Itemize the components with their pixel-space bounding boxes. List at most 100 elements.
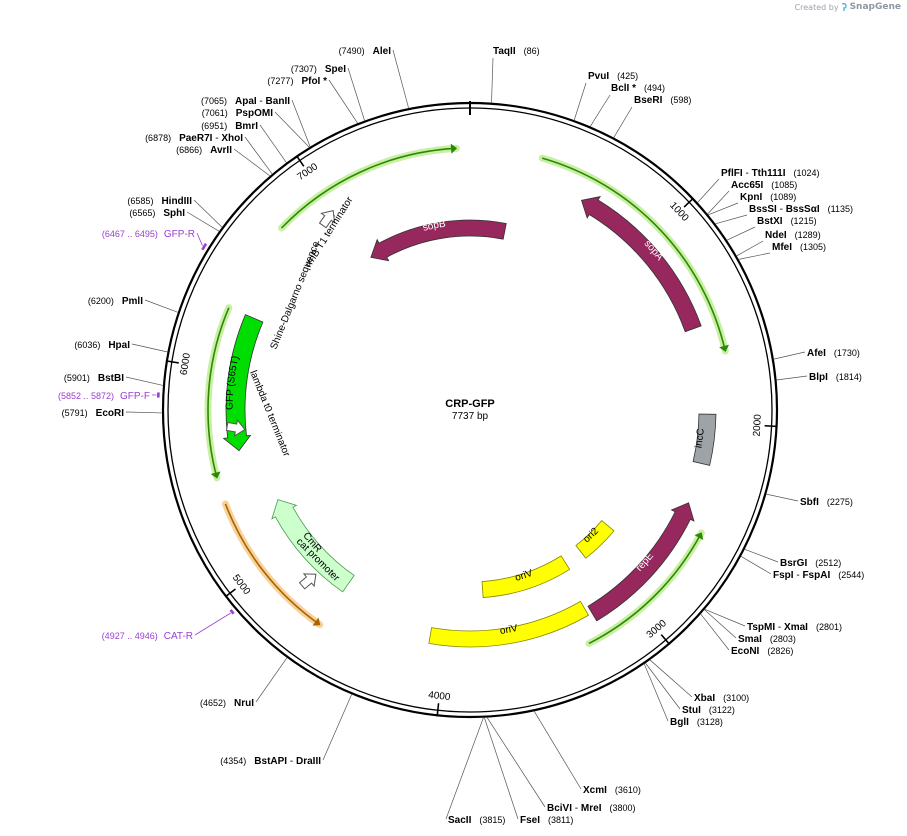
feature-gfp-s65t-[interactable]: GFP (S65T) [222,304,264,466]
restriction-site[interactable]: Acc65I(1085) [707,180,798,215]
restriction-site[interactable]: (6951)BmrI [201,121,287,163]
site-position: (3800) [609,803,635,813]
restriction-site[interactable]: FspI - FspAI(2544) [740,556,864,581]
svg-text:(7061)PspOMI: (7061)PspOMI [202,108,273,119]
site-name: PfoI * [301,76,327,87]
restriction-site[interactable]: (4354)BstAPI - DraIII [220,694,353,767]
site-name: BssSI [749,204,777,215]
restriction-site[interactable]: TaqII(86) [491,46,540,103]
restriction-site[interactable]: (7490)AleI [339,46,409,109]
svg-text:(4927 .. 4946)CAT-R: (4927 .. 4946)CAT-R [102,631,193,642]
svg-text:(6866)AvrII: (6866)AvrII [176,145,232,156]
restriction-site[interactable]: MfeI(1305) [738,242,826,260]
restriction-site[interactable]: FseI(3811) [484,717,573,826]
site-position: (6200) [88,296,114,306]
restriction-site[interactable]: (7277)PfoI * [267,76,358,124]
site-name: SmaI [738,634,762,645]
backbone-inner [167,107,773,713]
feature-incc[interactable]: incC [679,357,717,517]
feature-repe[interactable]: repE [583,494,695,622]
restriction-site[interactable]: BlpI(1814) [776,372,862,383]
restriction-site[interactable]: BstXI(1215) [726,216,817,241]
site-name: FspI [773,570,794,581]
restriction-site[interactable]: (4652)NruI [200,657,288,709]
restriction-site[interactable]: BseRI(598) [613,95,692,138]
site-position: (1135) [828,204,853,214]
site-name: BsrGI [780,558,807,569]
feature-label: sopB [422,219,447,234]
site-position: (1814) [836,372,862,382]
site-name-2: FspAI [802,570,830,581]
feature-oriv[interactable]: oriV [428,600,590,648]
svg-text:(4354)BstAPI - DraIII: (4354)BstAPI - DraIII [220,756,321,767]
restriction-site[interactable]: (6585)HindIII [127,196,223,228]
site-name: FseI [520,815,540,826]
restriction-site[interactable]: BglI(3128) [643,663,723,728]
brand-created-by: Created by [794,2,839,12]
site-name: XcmI [583,785,607,796]
site-position: (1085) [771,180,797,190]
restriction-site[interactable]: (7307)SpeI [291,64,365,121]
site-position: (7065) [201,96,227,106]
restriction-site[interactable]: (6200)PmlI [88,296,179,313]
restriction-site[interactable]: (5791)EcoRI [62,408,163,419]
primer-cat-r[interactable]: (4927 .. 4946)CAT-R [102,609,235,642]
site-name: EcoRI [96,408,125,419]
restriction-site[interactable]: TspMI - XmaI(2801) [704,609,842,633]
site-position: (7307) [291,64,317,74]
primer-name: CAT-R [164,631,193,642]
restriction-site[interactable]: EcoNI(2826) [700,613,794,657]
tick-label: 2000 [752,414,764,437]
svg-text:BlpI(1814): BlpI(1814) [809,372,862,383]
restriction-site[interactable]: (6036)HpaI [74,340,168,353]
site-name: PflFI [721,168,743,179]
restriction-site[interactable]: BssSI - BssSαI(1135) [715,204,853,225]
restriction-site[interactable]: BsrGI(2512) [744,548,842,569]
primer-gfp-f[interactable]: (5852 .. 5872)GFP-F [58,391,160,402]
restriction-site[interactable]: PvuI(425) [573,71,638,121]
plasmid-length: 7737 bp [452,411,489,422]
site-position: (3610) [615,785,641,795]
restriction-site[interactable]: (5901)BstBI [64,373,164,386]
svg-text:SbfI(2275): SbfI(2275) [800,497,853,508]
restriction-site[interactable]: SacII(3815) [445,717,505,826]
site-position: (86) [524,46,540,56]
restriction-site[interactable]: (7061)PspOMI [202,108,310,148]
svg-text:AfeI(1730): AfeI(1730) [807,348,860,359]
restriction-site[interactable]: BciVI - MreI(3800) [486,717,635,814]
site-name: PvuI [588,71,609,82]
restriction-site[interactable]: BclI *(494) [589,83,665,127]
restriction-site[interactable]: NdeI(1289) [736,230,821,257]
sites-layer: TaqII(86)PvuI(425)BclI *(494)BseRI(598)P… [58,46,864,826]
restriction-site[interactable]: XcmI (3610) [533,711,641,796]
tick-mark [224,588,236,598]
restriction-site[interactable]: (6866)AvrII [176,145,271,177]
restriction-site[interactable]: KpnI(1089) [708,192,796,216]
site-name: SbfI [800,497,819,508]
site-position: (1730) [834,348,860,358]
site-name-2: MreI [581,803,602,814]
restriction-site[interactable]: (6565)SphI [129,208,220,232]
restriction-site[interactable]: PflFI - Tth111I(1024) [697,168,820,203]
restriction-site[interactable]: SmaI (2803) [704,609,796,645]
restriction-site[interactable]: (7065)ApaI - BanII [201,96,311,147]
feature-cmr[interactable]: CmR [271,481,366,593]
feature-sopb[interactable]: sopB [370,219,507,262]
restriction-site[interactable]: XbaI(3100) [649,659,749,704]
svg-text:(6878)PaeR7I - XhoI: (6878)PaeR7I - XhoI [145,133,243,144]
green-arrow-top [278,143,460,232]
restriction-site[interactable]: (6878)PaeR7I - XhoI [145,133,273,175]
primer-name: GFP-R [164,229,195,240]
feature-oriv[interactable]: oriV [464,549,579,598]
site-position: (2803) [770,634,796,644]
site-name: HpaI [108,340,130,351]
site-name: StuI [682,705,701,716]
site-name: BstAPI [254,756,287,767]
restriction-site[interactable]: AfeI(1730) [773,348,860,360]
restriction-site[interactable]: StuI(3122) [645,662,735,716]
primer-gfp-r[interactable]: (6467 .. 6495)GFP-R [102,229,208,251]
svg-text:BstXI(1215): BstXI(1215) [757,216,817,227]
site-name: AvrII [210,145,232,156]
restriction-site[interactable]: SbfI(2275) [766,493,853,508]
